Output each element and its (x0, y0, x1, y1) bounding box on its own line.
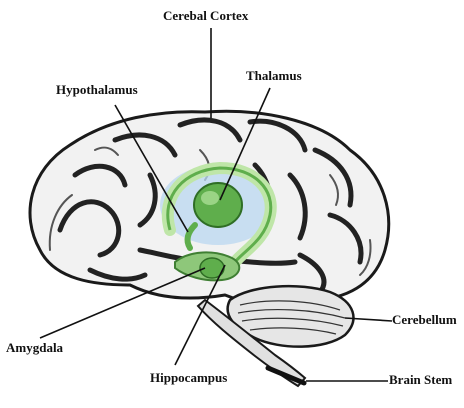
label-brain-stem: Brain Stem (389, 372, 452, 388)
thalamus-shape (194, 183, 242, 227)
label-amygdala: Amygdala (6, 340, 63, 356)
label-thalamus: Thalamus (246, 68, 302, 84)
label-hypothalamus: Hypothalamus (56, 82, 138, 98)
label-cerebal-cortex: Cerebal Cortex (163, 8, 248, 24)
label-hippocampus: Hippocampus (150, 370, 227, 386)
label-cerebellum: Cerebellum (392, 312, 457, 328)
